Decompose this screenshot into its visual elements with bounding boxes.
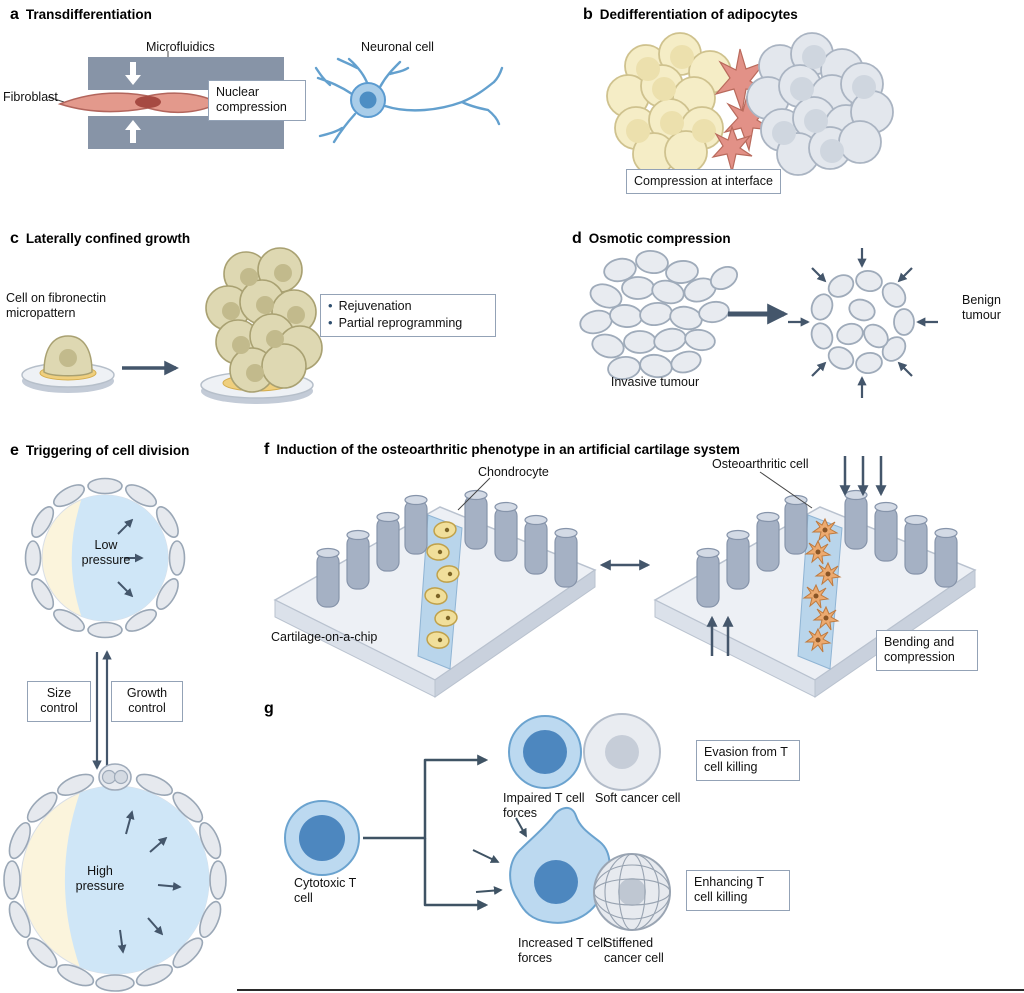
size-control-box: Size control <box>27 681 91 722</box>
panel-c-illustration <box>21 247 323 404</box>
impaired-t-cell <box>508 715 582 789</box>
microfluidic-device <box>88 57 284 149</box>
evasion-box: Evasion from T cell killing <box>696 740 800 781</box>
high-pressure-label: High pressure <box>75 864 125 893</box>
benign-tumour-label: Benign tumour <box>962 293 1001 322</box>
panel-d-letter: d <box>572 230 582 247</box>
cartilage-chip-label: Cartilage-on-a-chip <box>271 630 378 644</box>
panel-a-letter: a <box>10 6 19 23</box>
panel-g-illustration <box>284 713 671 931</box>
benign-tumour-cluster <box>810 269 915 375</box>
chondrocyte-label: Chondrocyte <box>478 465 549 479</box>
chondrocyte-leader-line <box>457 477 491 511</box>
neuron-cell <box>314 57 504 144</box>
invasive-tumour-cluster <box>579 249 739 381</box>
soft-cancer-cell-label: Soft cancer cell <box>595 791 681 805</box>
panel-a-illustration <box>47 51 504 149</box>
fork-connector <box>363 754 489 911</box>
low-pressure-aggregate <box>24 477 186 639</box>
neuronal-cell-label: Neuronal cell <box>361 40 434 54</box>
bullet-icon <box>328 316 333 331</box>
figure-bottom-border <box>237 989 1024 991</box>
cytotoxic-t-cell-label: Cytotoxic T cell <box>294 876 357 905</box>
panel-g-title: g <box>264 700 281 718</box>
low-pressure-arrows <box>117 518 144 598</box>
fibroblast-label: Fibroblast <box>3 90 58 104</box>
panel-e-letter: e <box>10 442 19 459</box>
fibroblast-cell <box>57 92 220 114</box>
chondrocyte-cells <box>424 521 460 649</box>
fibroblast-leader-line <box>47 96 65 103</box>
soft-cancer-cell <box>583 713 661 791</box>
bending-up-arrows <box>706 615 734 656</box>
panel-e-illustration <box>3 477 227 992</box>
dedifferentiated-cell-cluster <box>746 32 894 176</box>
panel-b-letter: b <box>583 6 593 23</box>
micropattern-dish-cluster <box>200 247 323 404</box>
panel-f-letter: f <box>264 441 270 458</box>
compression-down-arrows <box>839 456 887 497</box>
panel-d-illustration <box>579 248 938 398</box>
high-pressure-arrows <box>117 810 182 954</box>
microfluidics-label: Microfluidics <box>146 40 215 54</box>
stiffened-cancer-cell <box>593 853 671 931</box>
adipocyte-cluster <box>606 32 732 176</box>
outcomes-box: Rejuvenation Partial reprogramming <box>320 294 496 337</box>
force-arrows <box>472 817 527 895</box>
panel-b-illustration <box>606 32 894 176</box>
bullet-rejuvenation: Rejuvenation <box>328 299 488 314</box>
compression-arrow-up-icon <box>125 120 141 143</box>
enhancing-box: Enhancing T cell killing <box>686 870 790 911</box>
panel-g-letter: g <box>264 700 274 717</box>
osmotic-pressure-arrows <box>788 248 938 398</box>
invasive-tumour-label: Invasive tumour <box>610 375 700 389</box>
stiffened-cancer-cell-label: Stiffened cancer cell <box>604 936 664 965</box>
micropattern-dish-single <box>21 335 115 393</box>
micropattern-label: Cell on fibronectin micropattern <box>6 291 107 320</box>
compression-arrow-down-icon <box>125 62 141 85</box>
high-pressure-aggregate <box>3 763 227 992</box>
osteoarthritic-cell-label: Osteoarthritic cell <box>712 457 809 471</box>
panel-f-illustration <box>274 456 976 698</box>
bending-compression-box: Bending and compression <box>876 630 978 671</box>
nuclear-compression-box: Nuclear compression <box>208 80 306 121</box>
osteoarthritic-leader-line <box>759 471 813 509</box>
impaired-t-cell-label: Impaired T cell forces <box>503 791 585 820</box>
control-arrows <box>92 650 112 770</box>
cytotoxic-t-cell <box>284 800 360 876</box>
bullet-partial-reprogramming: Partial reprogramming <box>328 316 488 331</box>
dividing-cell <box>98 763 132 791</box>
confined-cell-cluster <box>205 247 323 393</box>
growth-control-box: Growth control <box>111 681 183 722</box>
panel-c-letter: c <box>10 230 19 247</box>
increased-t-cell <box>509 807 611 924</box>
low-pressure-label: Low pressure <box>81 538 131 567</box>
increased-t-cell-label: Increased T cell forces <box>518 936 606 965</box>
compression-at-interface-box: Compression at interface <box>626 169 781 195</box>
bullet-icon <box>328 299 333 314</box>
